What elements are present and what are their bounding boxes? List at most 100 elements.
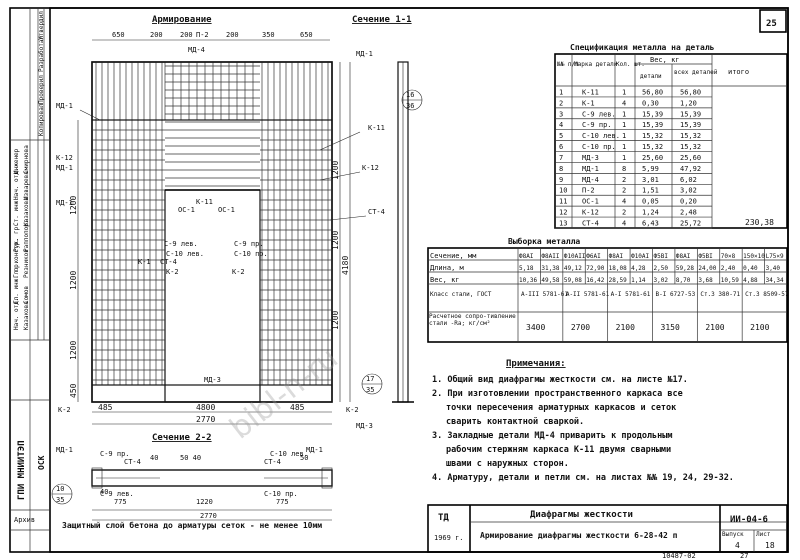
dim-top-5: 350 bbox=[262, 31, 275, 39]
vyb-l-resistance: Расчетное сопро-тивление стали -Ra; кг/с… bbox=[429, 313, 516, 327]
inventory-number-2: 27 bbox=[740, 552, 748, 560]
spec-h-weight: Вес, кг bbox=[650, 56, 680, 64]
spec-cell-qty: 4 bbox=[622, 99, 626, 107]
dim-top-2: 200 bbox=[180, 31, 193, 39]
s22-dim-3: 1220 bbox=[196, 498, 213, 506]
vyb-section-9: 70×8 bbox=[721, 253, 736, 260]
s22-dim-2: 775 bbox=[114, 498, 127, 506]
stamp-name-5: Изварева bbox=[23, 171, 30, 200]
spec-cell-num: 13 bbox=[559, 220, 567, 228]
spec-cell-weight: 15,39 bbox=[642, 121, 663, 129]
s22-dim-5: 2770 bbox=[200, 512, 217, 520]
s22-label-4: СТ-4 bbox=[124, 458, 141, 466]
label-k2-b: К-2 bbox=[232, 268, 245, 276]
spec-cell-mark: МД-4 bbox=[582, 176, 599, 184]
spec-h-mark: Марка детали bbox=[574, 61, 618, 68]
watermark: bibl-n-ru bbox=[223, 341, 344, 447]
s22-label-0: МД-1 bbox=[56, 446, 73, 454]
spec-cell-num: 6 bbox=[559, 143, 563, 151]
ref-16: 16 bbox=[406, 91, 414, 99]
spec-cell-num: 9 bbox=[559, 176, 563, 184]
stamp-name-1: Сомов bbox=[23, 286, 30, 304]
stamp-label-3: Утвердил bbox=[38, 11, 45, 40]
vyb-section-1: Ф8АII bbox=[541, 253, 559, 260]
stamp-name-0: Казакова bbox=[23, 301, 30, 330]
spec-cell-num: 10 bbox=[559, 187, 567, 195]
label-oc1: ОС-1 bbox=[178, 206, 195, 214]
vyb-resistance-5: 2100 bbox=[750, 323, 769, 332]
drawing-code: ИИ-04-6 bbox=[730, 515, 768, 525]
label-md1-left2: МД-1 bbox=[56, 164, 73, 172]
spec-h-num: №№ п/п bbox=[557, 61, 579, 68]
plan-title: Армирование bbox=[152, 15, 212, 25]
dim-2770: 2770 bbox=[196, 415, 215, 424]
dim-top-4: 200 bbox=[226, 31, 239, 39]
stamp-role-2: Гл. констр. bbox=[13, 238, 20, 278]
stamp-role-1: Гл. инж. пр. bbox=[13, 261, 20, 304]
spec-cell-all: 25,60 bbox=[680, 154, 701, 162]
spec-cell-weight: 0,30 bbox=[642, 99, 659, 107]
spec-cell-qty: 4 bbox=[622, 220, 626, 228]
vyb-length-11: 3,40 bbox=[766, 265, 781, 272]
note-line-7: 4. Арматуру, детали и петли см. на листа… bbox=[432, 473, 734, 483]
vyb-resistance-0: 3400 bbox=[526, 323, 545, 332]
sheet-num: 18 bbox=[765, 541, 775, 550]
dim-top-3: П-2 bbox=[196, 31, 209, 39]
notes: Примечания: 1. Общий вид диафрагмы жестк… bbox=[432, 359, 734, 483]
dim-right-1200b: 1200 bbox=[331, 231, 340, 250]
label-k11-center: К-11 bbox=[196, 198, 213, 206]
s22-dim-1: 50 40 bbox=[180, 454, 201, 462]
s22-label-3: МД-1 bbox=[306, 446, 323, 454]
s22-label-2: С-10 лев. bbox=[270, 450, 308, 458]
spec-cell-all: 56,80 bbox=[680, 88, 701, 96]
ref-35b: 35 bbox=[56, 496, 64, 504]
vyb-class-0: А-III 5781-61 bbox=[521, 291, 568, 298]
spec-cell-num: 2 bbox=[559, 99, 563, 107]
vyb-l-weight: Вес, кг bbox=[430, 276, 460, 284]
vyborka-table: Выборка металла Ф8АI5,1810,36Ф8АII31,384… bbox=[427, 236, 789, 343]
spec-cell-weight: 1,24 bbox=[642, 209, 659, 217]
spec-cell-qty: 8 bbox=[622, 165, 626, 173]
ref-36: 36 bbox=[406, 102, 414, 110]
vyb-weight-8: 3,68 bbox=[698, 277, 713, 284]
vyb-section-5: Ф10АI bbox=[631, 253, 649, 260]
note-line-3: сварить контактной сваркой. bbox=[446, 417, 584, 427]
spec-cell-num: 11 bbox=[559, 198, 567, 206]
spec-cell-mark: П-2 bbox=[582, 187, 595, 195]
label-md3-right: МД-3 bbox=[356, 422, 373, 430]
label-k12-left: К-12 bbox=[56, 154, 73, 162]
s22-label-7: С-10 пр. bbox=[264, 490, 298, 498]
stamp-role-5: Нач. отд. bbox=[13, 167, 20, 200]
vyb-weight-6: 3,02 bbox=[654, 277, 669, 284]
spec-cell-all: 2,48 bbox=[680, 209, 697, 217]
label-md1: МД-1 bbox=[56, 102, 73, 110]
dim-left-2: 1200 bbox=[69, 271, 78, 290]
spec-cell-qty: 1 bbox=[622, 143, 626, 151]
title-block: ТД 1969 г. Диафрагмы жесткости Армирован… bbox=[427, 504, 788, 560]
spec-cell-weight: 0,05 bbox=[642, 198, 659, 206]
label-k1: К-1 bbox=[138, 258, 151, 266]
spec-cell-all: 47,92 bbox=[680, 165, 701, 173]
spec-cell-num: 8 bbox=[559, 165, 563, 173]
label-st4-left: СТ-4 bbox=[160, 258, 177, 266]
spec-cell-qty: 1 bbox=[622, 132, 626, 140]
sheet-number: 25 bbox=[766, 19, 777, 29]
label-st4-right: СТ-4 bbox=[368, 208, 385, 216]
label-k12-right: К-12 bbox=[362, 164, 379, 172]
spec-cell-all: 25,72 bbox=[680, 220, 701, 228]
spec-cell-num: 5 bbox=[559, 132, 563, 140]
label-k2-right: К-2 bbox=[346, 406, 359, 414]
label-md4-top: МД-4 bbox=[188, 46, 205, 54]
spec-cell-weight: 25,60 bbox=[642, 154, 663, 162]
label-oc1-b: ОС-1 bbox=[218, 206, 235, 214]
spec-cell-mark: С-9 пр. bbox=[582, 121, 612, 129]
vyborka-title: Выборка металла bbox=[508, 236, 580, 246]
